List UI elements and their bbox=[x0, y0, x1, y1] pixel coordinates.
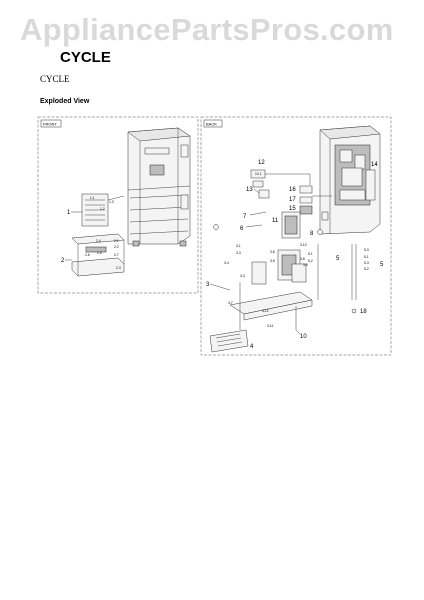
callout-13: 13 bbox=[246, 187, 253, 193]
callout-7: 7 bbox=[243, 214, 247, 220]
part-6-7-8-11-assembly bbox=[213, 211, 323, 239]
callout-2-5: 2-5 bbox=[97, 251, 102, 255]
callout-10: 10 bbox=[300, 334, 307, 340]
callout-1-2: 1-2 bbox=[100, 207, 105, 211]
callout-12-1: 12-1 bbox=[255, 172, 262, 176]
callout-14: 14 bbox=[371, 162, 378, 168]
callout-5-2b: 5-2 bbox=[364, 267, 369, 271]
callout-5-left: 5 bbox=[336, 256, 340, 262]
part-12-13-assembly bbox=[250, 169, 311, 199]
callout-2-6: 2-6 bbox=[85, 253, 90, 257]
callout-5-1a: 5-1 bbox=[308, 252, 313, 256]
callout-2-7: 2-7 bbox=[114, 253, 119, 257]
callout-1: 1 bbox=[67, 210, 71, 216]
callout-3-10: 3-10 bbox=[300, 243, 307, 247]
part-4-grille bbox=[209, 329, 249, 353]
callout-5-3a: 5-3 bbox=[364, 248, 369, 252]
part-2-assembly bbox=[71, 233, 125, 277]
callout-2: 2 bbox=[61, 258, 65, 264]
callout-2-1: 2-1 bbox=[114, 239, 119, 243]
callout-11: 11 bbox=[272, 218, 279, 224]
callout-2-2: 2-2 bbox=[114, 245, 119, 249]
callout-1-3: 1-3 bbox=[109, 200, 114, 204]
refrigerator-back-body bbox=[319, 125, 381, 235]
callout-2-3: 2-3 bbox=[116, 266, 121, 270]
callout-3-11: 3-11 bbox=[267, 324, 274, 328]
front-panel-tag: FRONT bbox=[43, 122, 57, 127]
callout-5-3b: 5-3 bbox=[364, 261, 369, 265]
part-3-assembly bbox=[229, 249, 313, 330]
callout-12: 12 bbox=[258, 160, 265, 166]
page-title: CYCLE bbox=[60, 49, 111, 66]
callout-3-4: 3-4 bbox=[224, 261, 229, 265]
callout-5-2a: 5-2 bbox=[308, 259, 313, 263]
part-5-assembly bbox=[317, 244, 357, 300]
callout-3-7: 3-7 bbox=[228, 301, 233, 305]
callout-6: 6 bbox=[240, 226, 244, 232]
callout-2-4: 2-4 bbox=[96, 239, 101, 243]
callout-15: 15 bbox=[289, 206, 296, 212]
callout-3-1: 3-1 bbox=[236, 244, 241, 248]
section-heading: Exploded View bbox=[40, 98, 90, 105]
callout-3-8: 3-8 bbox=[300, 257, 305, 261]
part-15-16-17-assembly bbox=[299, 185, 332, 215]
back-panel bbox=[200, 116, 392, 356]
callout-8: 8 bbox=[310, 231, 314, 237]
callout-3-3a: 3-3 bbox=[236, 251, 241, 255]
back-panel-tag: BACK bbox=[206, 122, 217, 127]
callout-17: 17 bbox=[289, 197, 296, 203]
callout-4: 4 bbox=[250, 344, 254, 350]
front-panel bbox=[37, 116, 199, 294]
callout-16: 16 bbox=[289, 187, 296, 193]
refrigerator-front-body bbox=[127, 127, 191, 247]
callout-1-1: 1-1 bbox=[90, 196, 95, 200]
callout-3-5: 3-5 bbox=[270, 259, 275, 263]
page-subtitle: CYCLE bbox=[40, 74, 70, 84]
callout-5-right: 5 bbox=[380, 262, 384, 268]
callout-3-3b: 3-3 bbox=[240, 274, 245, 278]
callout-3-12: 3-12 bbox=[262, 309, 269, 313]
callout-18: 18 bbox=[360, 309, 367, 315]
part-1-assembly bbox=[81, 193, 125, 227]
callout-3-6: 3-6 bbox=[270, 250, 275, 254]
callout-3: 3 bbox=[206, 282, 210, 288]
watermark: AppliancePartsPros.com bbox=[20, 12, 394, 47]
callout-5-1b: 5-1 bbox=[364, 255, 369, 259]
callout-3-9: 3-9 bbox=[303, 263, 308, 267]
